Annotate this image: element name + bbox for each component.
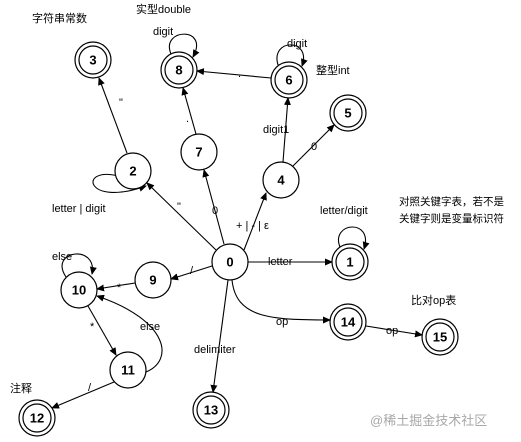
transition-0-to-4 (243, 192, 267, 251)
state-label: 3 (89, 53, 96, 68)
comment-note: 注释 (10, 381, 32, 395)
state-label: 6 (285, 73, 292, 88)
state-label: 4 (277, 173, 285, 188)
transition-8-to-8 (168, 33, 200, 58)
transition-2-to-2 (92, 174, 147, 193)
transition-label: op (276, 316, 288, 328)
transition-6-to-8 (196, 68, 272, 79)
transition-0-to-14 (231, 279, 331, 324)
transition-label: delimiter (194, 344, 236, 356)
transition-2-to-3 (98, 77, 128, 154)
transition-label: digit (153, 26, 173, 38)
state-8: 8 (160, 51, 198, 89)
transition-label: * (117, 282, 122, 294)
real-double-note: 实型double (136, 2, 191, 16)
transition-10-to-11 (87, 305, 117, 356)
state-10: 10 (60, 271, 98, 309)
transition-11-to-12 (51, 381, 115, 409)
state-14: 14 (329, 303, 367, 341)
transition-10-to-10 (61, 253, 97, 278)
transition-label: 0 (212, 205, 218, 217)
state-5: 5 (329, 94, 367, 132)
watermark: @稀土掘金技术社区 (370, 413, 487, 428)
transition-9-to-10 (96, 282, 136, 292)
transition-label: digit1 (263, 124, 289, 136)
state-1: 1 (331, 243, 369, 281)
state-label: 14 (341, 315, 356, 330)
state-label: 1 (346, 255, 353, 270)
state-label: 0 (226, 255, 233, 270)
op-table-note: 比对op表 (411, 293, 456, 307)
transition-label: op (386, 325, 398, 337)
state-9: 9 (134, 261, 172, 299)
state-label: 11 (121, 363, 135, 378)
state-label: 9 (149, 273, 156, 288)
state-6: 6 (270, 61, 308, 99)
transition-label: else (52, 251, 72, 263)
state-3: 3 (74, 41, 112, 79)
state-label: 7 (195, 145, 202, 160)
transition-label: * (90, 321, 95, 333)
transition-7-to-8 (181, 87, 197, 135)
state-12: 12 (18, 399, 56, 437)
transition-label: / (190, 265, 194, 277)
state-label: 13 (204, 403, 218, 418)
state-13: 13 (192, 391, 230, 429)
string-constant-note: 字符串常数 (32, 11, 87, 25)
state-label: 12 (30, 411, 44, 426)
state-7: 7 (180, 133, 218, 171)
keyword-note-line2: 关键字则是变量标识符 (399, 212, 504, 225)
transition-6-to-6 (276, 44, 308, 67)
transition-label: digit (287, 38, 307, 50)
transition-4-to-5 (292, 124, 335, 167)
state-2: 2 (114, 152, 152, 190)
state-label: 15 (433, 330, 447, 345)
state-label: 2 (129, 164, 136, 179)
state-0: 0 (211, 243, 249, 281)
keyword-note-line1: 对照关键字表，若不是 (399, 195, 504, 208)
state-11: 11 (109, 351, 147, 389)
state-15: 15 (421, 318, 459, 356)
transition-11-to-10 (96, 294, 163, 373)
state-4: 4 (262, 161, 300, 199)
state-label: 5 (344, 106, 351, 121)
transition-14-to-15 (365, 325, 423, 338)
transition-label: . (186, 113, 189, 125)
state-label: 8 (175, 63, 182, 78)
transition-1-to-1 (337, 226, 370, 250)
transition-label: + | - | ε (236, 220, 269, 232)
transition-label: / (88, 382, 92, 394)
transition-0-to-9 (170, 265, 213, 281)
transition-label: letter/digit (320, 205, 368, 217)
transition-label: " (119, 97, 123, 109)
transition-label: letter (268, 256, 293, 268)
transition-0-to-2 (146, 182, 217, 251)
int-type-note: 整型int (316, 63, 350, 77)
transition-0-to-7 (202, 169, 225, 245)
transition-label: 0 (311, 141, 317, 153)
transition-label: " (177, 201, 181, 213)
state-label: 10 (72, 283, 86, 298)
transition-label: else (140, 321, 160, 333)
transition-4-to-6 (282, 97, 291, 163)
transition-0-to-13 (210, 279, 229, 393)
transition-label: . (238, 68, 241, 80)
transition-label: letter | digit (52, 203, 106, 215)
